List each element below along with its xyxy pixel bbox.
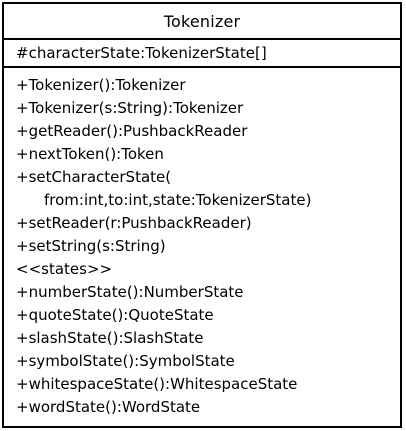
attribute-character-state: #characterState:TokenizerState[] — [16, 43, 267, 62]
operation-set-character-state-params: from:int,to:int,state:TokenizerState) — [44, 191, 312, 209]
stereotype-states: <<states>> — [16, 260, 113, 278]
operation-get-reader: +getReader():PushbackReader — [16, 122, 248, 140]
operation-slash-state: +slashState():SlashState — [16, 329, 204, 347]
operation-next-token: +nextToken():Token — [16, 145, 164, 163]
operation-symbol-state: +symbolState():SymbolState — [16, 352, 235, 370]
class-name-compartment: Tokenizer — [4, 4, 400, 40]
operations-compartment: +Tokenizer():Tokenizer +Tokenizer(s:Stri… — [4, 68, 400, 419]
operation-set-reader: +setReader(r:PushbackReader) — [16, 214, 252, 232]
operation-whitespace-state: +whitespaceState():WhitespaceState — [16, 375, 298, 393]
operation-word-state: +wordState():WordState — [16, 398, 201, 416]
uml-class-box: Tokenizer #characterState:TokenizerState… — [2, 2, 402, 428]
operation-constructor: +Tokenizer():Tokenizer — [16, 76, 186, 94]
operation-set-character-state: +setCharacterState( — [16, 168, 172, 186]
class-name: Tokenizer — [163, 11, 241, 31]
operation-set-string: +setString(s:String) — [16, 237, 166, 255]
attributes-compartment: #characterState:TokenizerState[] — [4, 40, 400, 68]
operation-constructor-string: +Tokenizer(s:String):Tokenizer — [16, 99, 244, 117]
operation-quote-state: +quoteState():QuoteState — [16, 306, 214, 324]
operation-number-state: +numberState():NumberState — [16, 283, 244, 301]
